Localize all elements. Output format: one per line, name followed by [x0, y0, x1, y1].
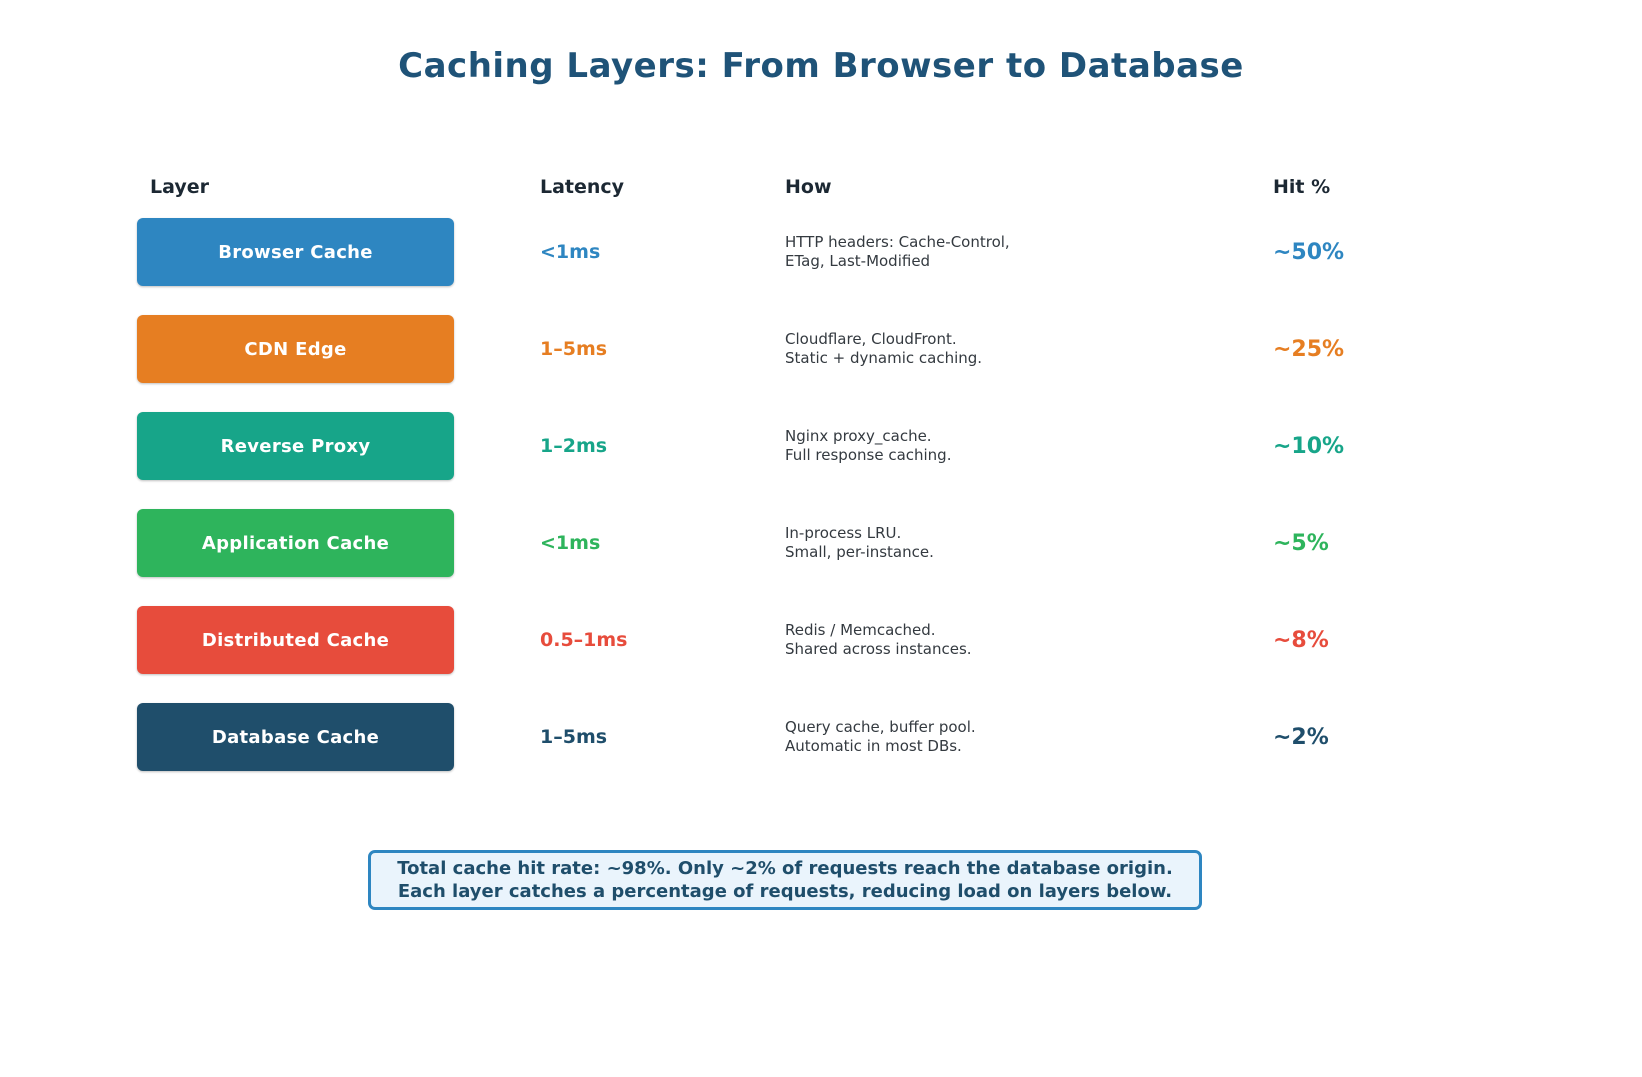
hit-percentage: ~10%: [1273, 433, 1345, 459]
column-header-hit: Hit %: [1273, 176, 1331, 198]
column-header-layer: Layer: [150, 176, 209, 198]
how-line-1: Redis / Memcached.: [785, 621, 936, 639]
summary-line-1: Total cache hit rate: ~98%. Only ~2% of …: [397, 858, 1173, 879]
how-line-1: HTTP headers: Cache-Control,: [785, 233, 1010, 251]
latency-value: <1ms: [540, 532, 601, 554]
hit-percentage: ~25%: [1273, 336, 1345, 362]
layer-box-distributed-cache: Distributed Cache: [137, 606, 454, 674]
how-line-1: Nginx proxy_cache.: [785, 427, 932, 445]
how-line-2: Automatic in most DBs.: [785, 737, 962, 755]
latency-value: 1–2ms: [540, 435, 608, 457]
how-line-2: Static + dynamic caching.: [785, 349, 983, 367]
how-line-1: Query cache, buffer pool.: [785, 718, 976, 736]
layer-label: Database Cache: [211, 726, 380, 748]
layer-box-browser-cache: Browser Cache: [137, 218, 454, 286]
how-line-1: In-process LRU.: [785, 524, 902, 542]
hit-percentage: ~5%: [1273, 530, 1329, 556]
latency-value: 1–5ms: [540, 338, 608, 360]
how-line-2: Small, per-instance.: [785, 543, 934, 561]
hit-percentage: ~8%: [1273, 627, 1329, 653]
layer-label: CDN Edge: [244, 338, 347, 360]
table-header-row: Layer Latency How Hit %: [137, 172, 1642, 202]
column-header-latency: Latency: [540, 176, 625, 198]
how-line-2: Shared across instances.: [785, 640, 972, 658]
how-description: Cloudflare, CloudFront. Static + dynamic…: [785, 330, 1273, 368]
summary-note-box: Total cache hit rate: ~98%. Only ~2% of …: [368, 850, 1202, 910]
layer-box-cdn-edge: CDN Edge: [137, 315, 454, 383]
layer-box-application-cache: Application Cache: [137, 509, 454, 577]
how-description: Redis / Memcached. Shared across instanc…: [785, 621, 1273, 659]
layer-label: Distributed Cache: [201, 629, 390, 651]
latency-value: 0.5–1ms: [540, 629, 628, 651]
how-description: HTTP headers: Cache-Control, ETag, Last-…: [785, 233, 1273, 271]
table-row-distributed-cache: Distributed Cache 0.5–1ms Redis / Memcac…: [137, 606, 1642, 674]
how-description: Nginx proxy_cache. Full response caching…: [785, 427, 1273, 465]
how-line-2: ETag, Last-Modified: [785, 252, 931, 270]
table-row-reverse-proxy: Reverse Proxy 1–2ms Nginx proxy_cache. F…: [137, 412, 1642, 480]
how-description: Query cache, buffer pool. Automatic in m…: [785, 718, 1273, 756]
latency-value: <1ms: [540, 241, 601, 263]
summary-line-2: Each layer catches a percentage of reque…: [397, 881, 1173, 902]
table-row-application-cache: Application Cache <1ms In-process LRU. S…: [137, 509, 1642, 577]
layer-box-database-cache: Database Cache: [137, 703, 454, 771]
table-row-database-cache: Database Cache 1–5ms Query cache, buffer…: [137, 703, 1642, 771]
hit-percentage: ~2%: [1273, 724, 1329, 750]
caching-layers-table: Layer Latency How Hit % Browser Cache <1…: [0, 172, 1642, 771]
how-description: In-process LRU. Small, per-instance.: [785, 524, 1273, 562]
table-row-browser-cache: Browser Cache <1ms HTTP headers: Cache-C…: [137, 218, 1642, 286]
table-row-cdn-edge: CDN Edge 1–5ms Cloudflare, CloudFront. S…: [137, 315, 1642, 383]
page-title: Caching Layers: From Browser to Database: [398, 46, 1244, 86]
column-header-how: How: [785, 176, 832, 198]
hit-percentage: ~50%: [1273, 239, 1345, 265]
how-line-2: Full response caching.: [785, 446, 952, 464]
layer-label: Application Cache: [201, 532, 390, 554]
layer-box-reverse-proxy: Reverse Proxy: [137, 412, 454, 480]
layer-label: Reverse Proxy: [220, 435, 371, 457]
latency-value: 1–5ms: [540, 726, 608, 748]
how-line-1: Cloudflare, CloudFront.: [785, 330, 957, 348]
layer-label: Browser Cache: [218, 241, 373, 263]
